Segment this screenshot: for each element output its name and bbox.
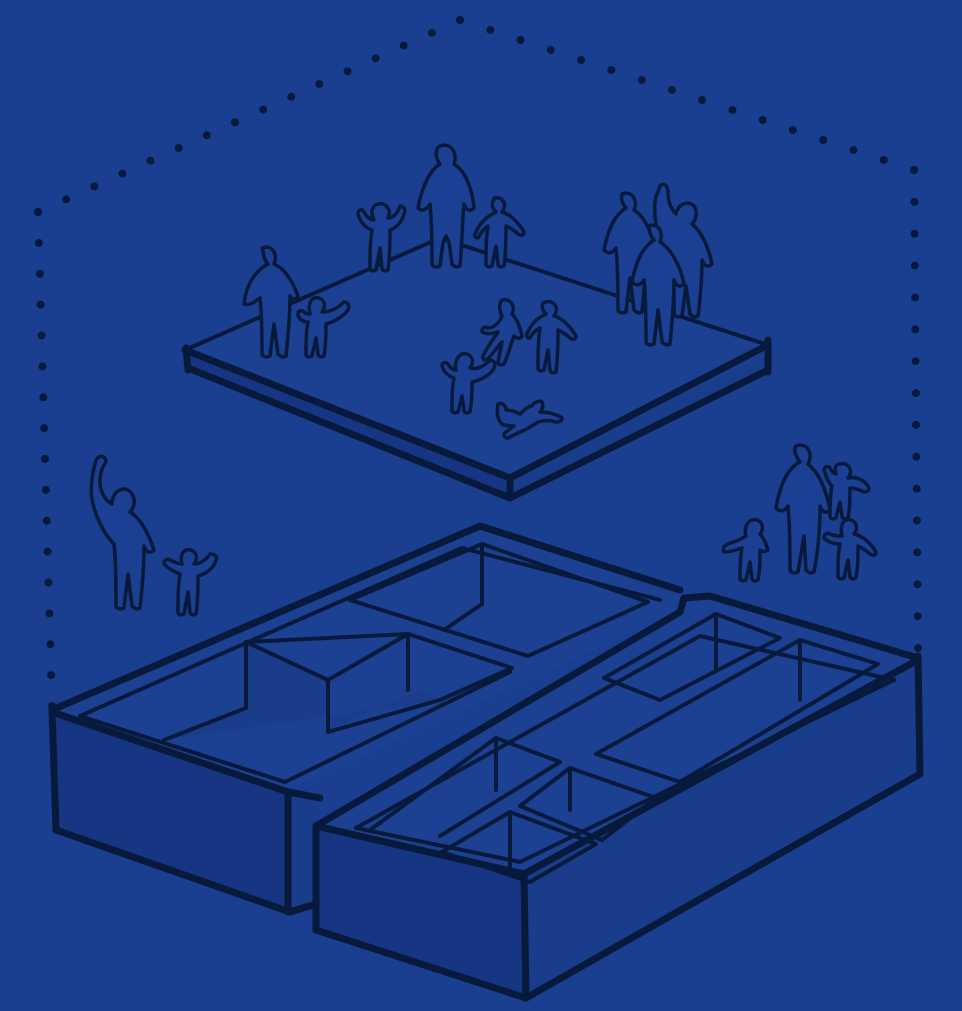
outline-dot (819, 136, 827, 144)
outline-dot (913, 485, 921, 493)
outline-dot (147, 157, 155, 165)
outline-dot (40, 424, 48, 432)
outline-dot (37, 301, 45, 309)
outline-dot (42, 486, 50, 494)
outline-dot (38, 362, 46, 370)
outline-dot (118, 170, 126, 178)
outline-dot (789, 126, 797, 134)
outline-dot (517, 36, 525, 44)
outline-dot (912, 421, 920, 429)
outline-dot (231, 118, 239, 126)
person-child (164, 550, 217, 615)
outline-dot (911, 230, 919, 238)
outline-dot (913, 548, 921, 556)
outline-dot (400, 42, 408, 50)
person-child (723, 520, 768, 581)
outline-dot (175, 144, 183, 152)
outline-dot (914, 580, 922, 588)
people-group-left (91, 456, 216, 614)
outline-dot (914, 612, 922, 620)
outline-dot (259, 106, 267, 114)
outline-dot (577, 56, 585, 64)
outline-dot (759, 116, 767, 124)
outline-dot (39, 393, 47, 401)
outline-dot (911, 294, 919, 302)
outline-dot (910, 166, 918, 174)
outline-dot (45, 579, 53, 587)
outline-dot (850, 146, 858, 154)
outline-dot (728, 106, 736, 114)
outline-dot (456, 16, 464, 24)
outline-dot (203, 131, 211, 139)
outline-dot (38, 332, 46, 340)
outline-dot (47, 671, 55, 679)
outline-dot (315, 80, 323, 88)
outline-dot (344, 67, 352, 75)
outline-dot (287, 93, 295, 101)
outline-dot (41, 455, 49, 463)
outline-dot (44, 548, 52, 556)
outline-dot (428, 29, 436, 37)
people-group-right (723, 445, 876, 581)
outline-dot (62, 195, 70, 203)
person-adult-waving (91, 456, 154, 608)
person-child-waving (824, 464, 869, 519)
outline-dot (638, 76, 646, 84)
outline-dot (910, 198, 918, 206)
outline-dot (35, 239, 43, 247)
outline-dot (668, 86, 676, 94)
outline-dot (34, 208, 42, 216)
outline-dot (45, 609, 53, 617)
outline-dot (914, 644, 922, 652)
outline-dot (36, 270, 44, 278)
outline-dot (607, 66, 615, 74)
outline-dot (43, 517, 51, 525)
outline-dot (880, 156, 888, 164)
person-child (824, 520, 876, 579)
outline-dot (372, 54, 380, 62)
outline-dot (911, 262, 919, 270)
outline-dot (547, 46, 555, 54)
outline-dot (912, 357, 920, 365)
outline-dot (698, 96, 706, 104)
outline-dot (912, 389, 920, 397)
outline-dot (46, 640, 54, 648)
outline-dot (912, 453, 920, 461)
outline-dot (911, 325, 919, 333)
outline-dot (90, 182, 98, 190)
person-adult (776, 445, 830, 573)
outline-dot (913, 517, 921, 525)
outline-dot (486, 26, 494, 34)
